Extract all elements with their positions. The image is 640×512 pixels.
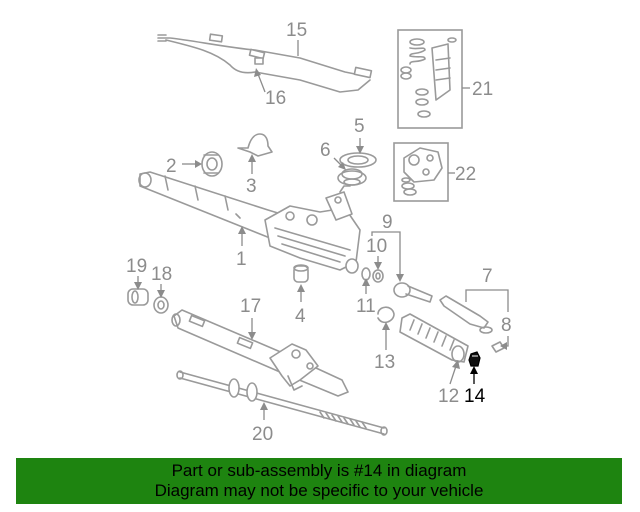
part-16-return-line [165, 39, 371, 93]
part-4-mount-bushing [293, 264, 309, 283]
callout-label-19: 19 [126, 256, 147, 277]
banner-line-disclaimer: Diagram may not be specific to your vehi… [154, 481, 484, 500]
part-2-bushing [201, 151, 223, 177]
callout-16: 16 [254, 68, 286, 109]
callout-2: 2 [166, 156, 202, 177]
callout-label-3: 3 [246, 176, 257, 197]
part-22-pump-kit-inset [393, 142, 449, 202]
callout-label-12: 12 [438, 386, 459, 407]
part-21-valve-kit-inset [397, 29, 463, 129]
callout-7: 7 [465, 266, 509, 312]
callout-label-14: 14 [464, 386, 486, 407]
callout-15: 15 [286, 20, 307, 56]
callout-20: 20 [252, 402, 273, 445]
callout-8: 8 [500, 315, 512, 350]
part-13-boot-clamp [377, 306, 395, 324]
part-20-rack-bar [176, 370, 388, 436]
callout-label-2: 2 [166, 156, 177, 177]
callout-label-1: 1 [236, 249, 247, 270]
callout-label-10: 10 [366, 236, 387, 257]
banner-line-part-number: Part or sub-assembly is #14 in diagram [171, 461, 467, 480]
callout-22: 22 [448, 164, 476, 185]
part-6-bushing [337, 168, 367, 186]
callout-5: 5 [354, 116, 365, 154]
callout-label-15: 15 [286, 20, 307, 41]
callout-label-11: 11 [356, 296, 376, 317]
part-3-clamp-bracket [237, 133, 273, 157]
callout-11: 11 [356, 278, 376, 317]
callout-label-6: 6 [320, 140, 331, 161]
part-7-tie-rod-end [439, 295, 493, 334]
part-17-gear-housing [171, 309, 349, 397]
callout-9: 9 [371, 212, 404, 282]
callout-4: 4 [295, 284, 306, 327]
callout-18: 18 [151, 264, 172, 298]
part-18-grommet [153, 296, 169, 314]
callout-13: 13 [374, 322, 395, 373]
callout-6: 6 [320, 140, 346, 170]
callout-label-9: 9 [382, 212, 393, 233]
part-15-feed-line [157, 33, 373, 79]
callout-label-5: 5 [354, 116, 365, 137]
parts-diagram: 21 22 [126, 20, 512, 445]
part-12-boot [399, 313, 469, 363]
callout-21: 21 [462, 79, 493, 100]
callout-label-20: 20 [252, 424, 273, 445]
callout-label-18: 18 [151, 264, 172, 285]
part-14-boot-clamp-highlighted [468, 351, 481, 367]
callout-3: 3 [246, 154, 257, 197]
callout-1: 1 [236, 226, 247, 270]
callout-label-17: 17 [240, 296, 261, 317]
callout-17: 17 [240, 296, 261, 340]
part-9-tie-rod [393, 282, 433, 303]
callout-label-21: 21 [472, 79, 493, 100]
callout-12: 12 [438, 360, 460, 407]
callout-10: 10 [366, 236, 387, 270]
part-5-seal [339, 152, 377, 168]
info-banner: Part or sub-assembly is #14 in diagram D… [16, 458, 622, 504]
part-19-bushing [127, 288, 149, 306]
part-1-rack-housing [138, 171, 361, 274]
callout-19: 19 [126, 256, 147, 290]
callout-label-13: 13 [374, 352, 395, 373]
callout-label-22: 22 [455, 164, 476, 185]
callout-label-4: 4 [295, 306, 306, 327]
callout-label-16: 16 [265, 88, 286, 109]
callout-label-8: 8 [501, 315, 512, 336]
part-10-washer [372, 269, 384, 283]
callout-14-highlighted: 14 [464, 366, 486, 407]
callout-label-7: 7 [482, 266, 493, 287]
